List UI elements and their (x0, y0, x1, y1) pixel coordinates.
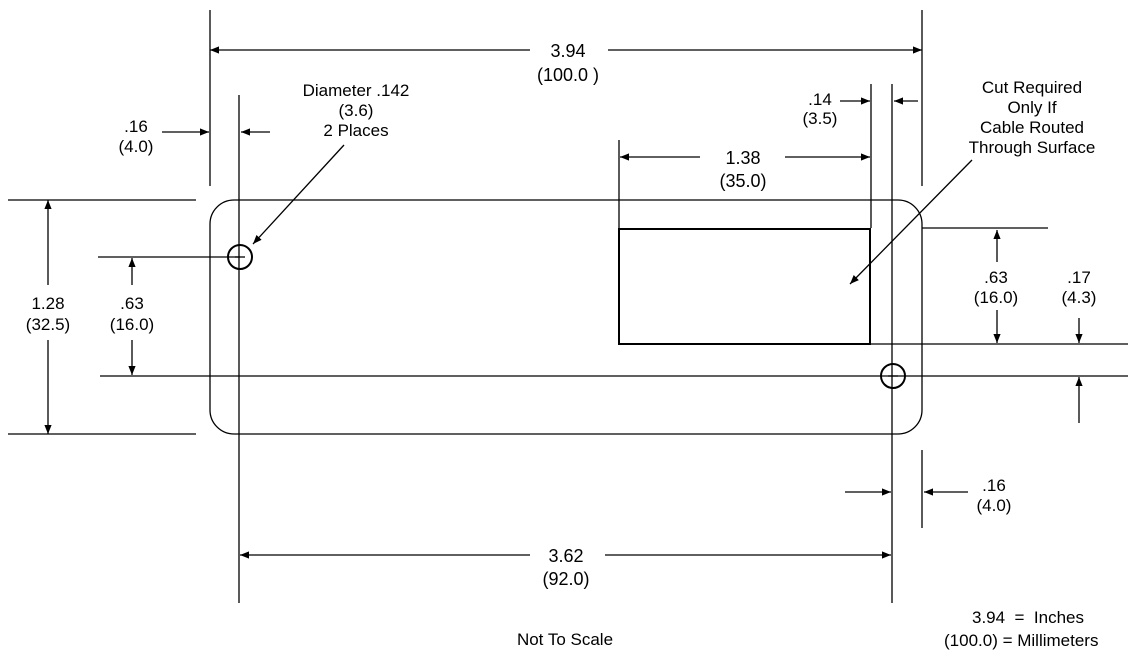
overall-height-inches: 1.28 (31, 294, 64, 313)
overall-width-mm: (100.0 ) (537, 65, 599, 85)
cut-note-line2: Only If (1007, 98, 1056, 117)
right-offset-bottom-inches: .16 (982, 476, 1006, 495)
cable-cutout (618, 228, 871, 345)
cut-to-hole-inches: .17 (1067, 268, 1091, 287)
cut-width-mm: (35.0) (719, 171, 766, 191)
cut-note-line3: Cable Routed (980, 118, 1084, 137)
cut-width-inches: 1.38 (725, 148, 760, 168)
cut-to-hole-mm: (4.3) (1062, 288, 1097, 307)
left-offset-inches: .16 (124, 117, 148, 136)
hole-spacing-vertical-inches: .63 (120, 294, 144, 313)
cut-note-line1: Cut Required (982, 78, 1082, 97)
dimension-arrows (44, 46, 1083, 559)
hole-note-line3: 2 Places (323, 121, 388, 140)
hole-spacing-horizontal-inches: 3.62 (548, 546, 583, 566)
cut-height-inches: .63 (984, 268, 1008, 287)
overall-height-mm: (32.5) (26, 315, 70, 334)
right-offset-top-mm: (3.5) (803, 109, 838, 128)
scale-note: Not To Scale (517, 630, 613, 649)
right-offset-bottom-mm: (4.0) (977, 496, 1012, 515)
legend-mm: (100.0) = Millimeters (944, 631, 1098, 650)
cut-note-line4: Through Surface (969, 138, 1096, 157)
hole-note-line2: (3.6) (339, 101, 374, 120)
overall-width-inches: 3.94 (550, 41, 585, 61)
hole-spacing-vertical-mm: (16.0) (110, 315, 154, 334)
cut-height-mm: (16.0) (974, 288, 1018, 307)
extension-lines (8, 10, 1128, 603)
hole-note-line1: Diameter .142 (303, 81, 410, 100)
panel-outline (209, 199, 923, 435)
hole-spacing-horizontal-mm: (92.0) (542, 569, 589, 589)
left-offset-mm: (4.0) (119, 137, 154, 156)
right-offset-top-inches: .14 (808, 90, 832, 109)
legend-inches: 3.94 = Inches (972, 608, 1084, 627)
